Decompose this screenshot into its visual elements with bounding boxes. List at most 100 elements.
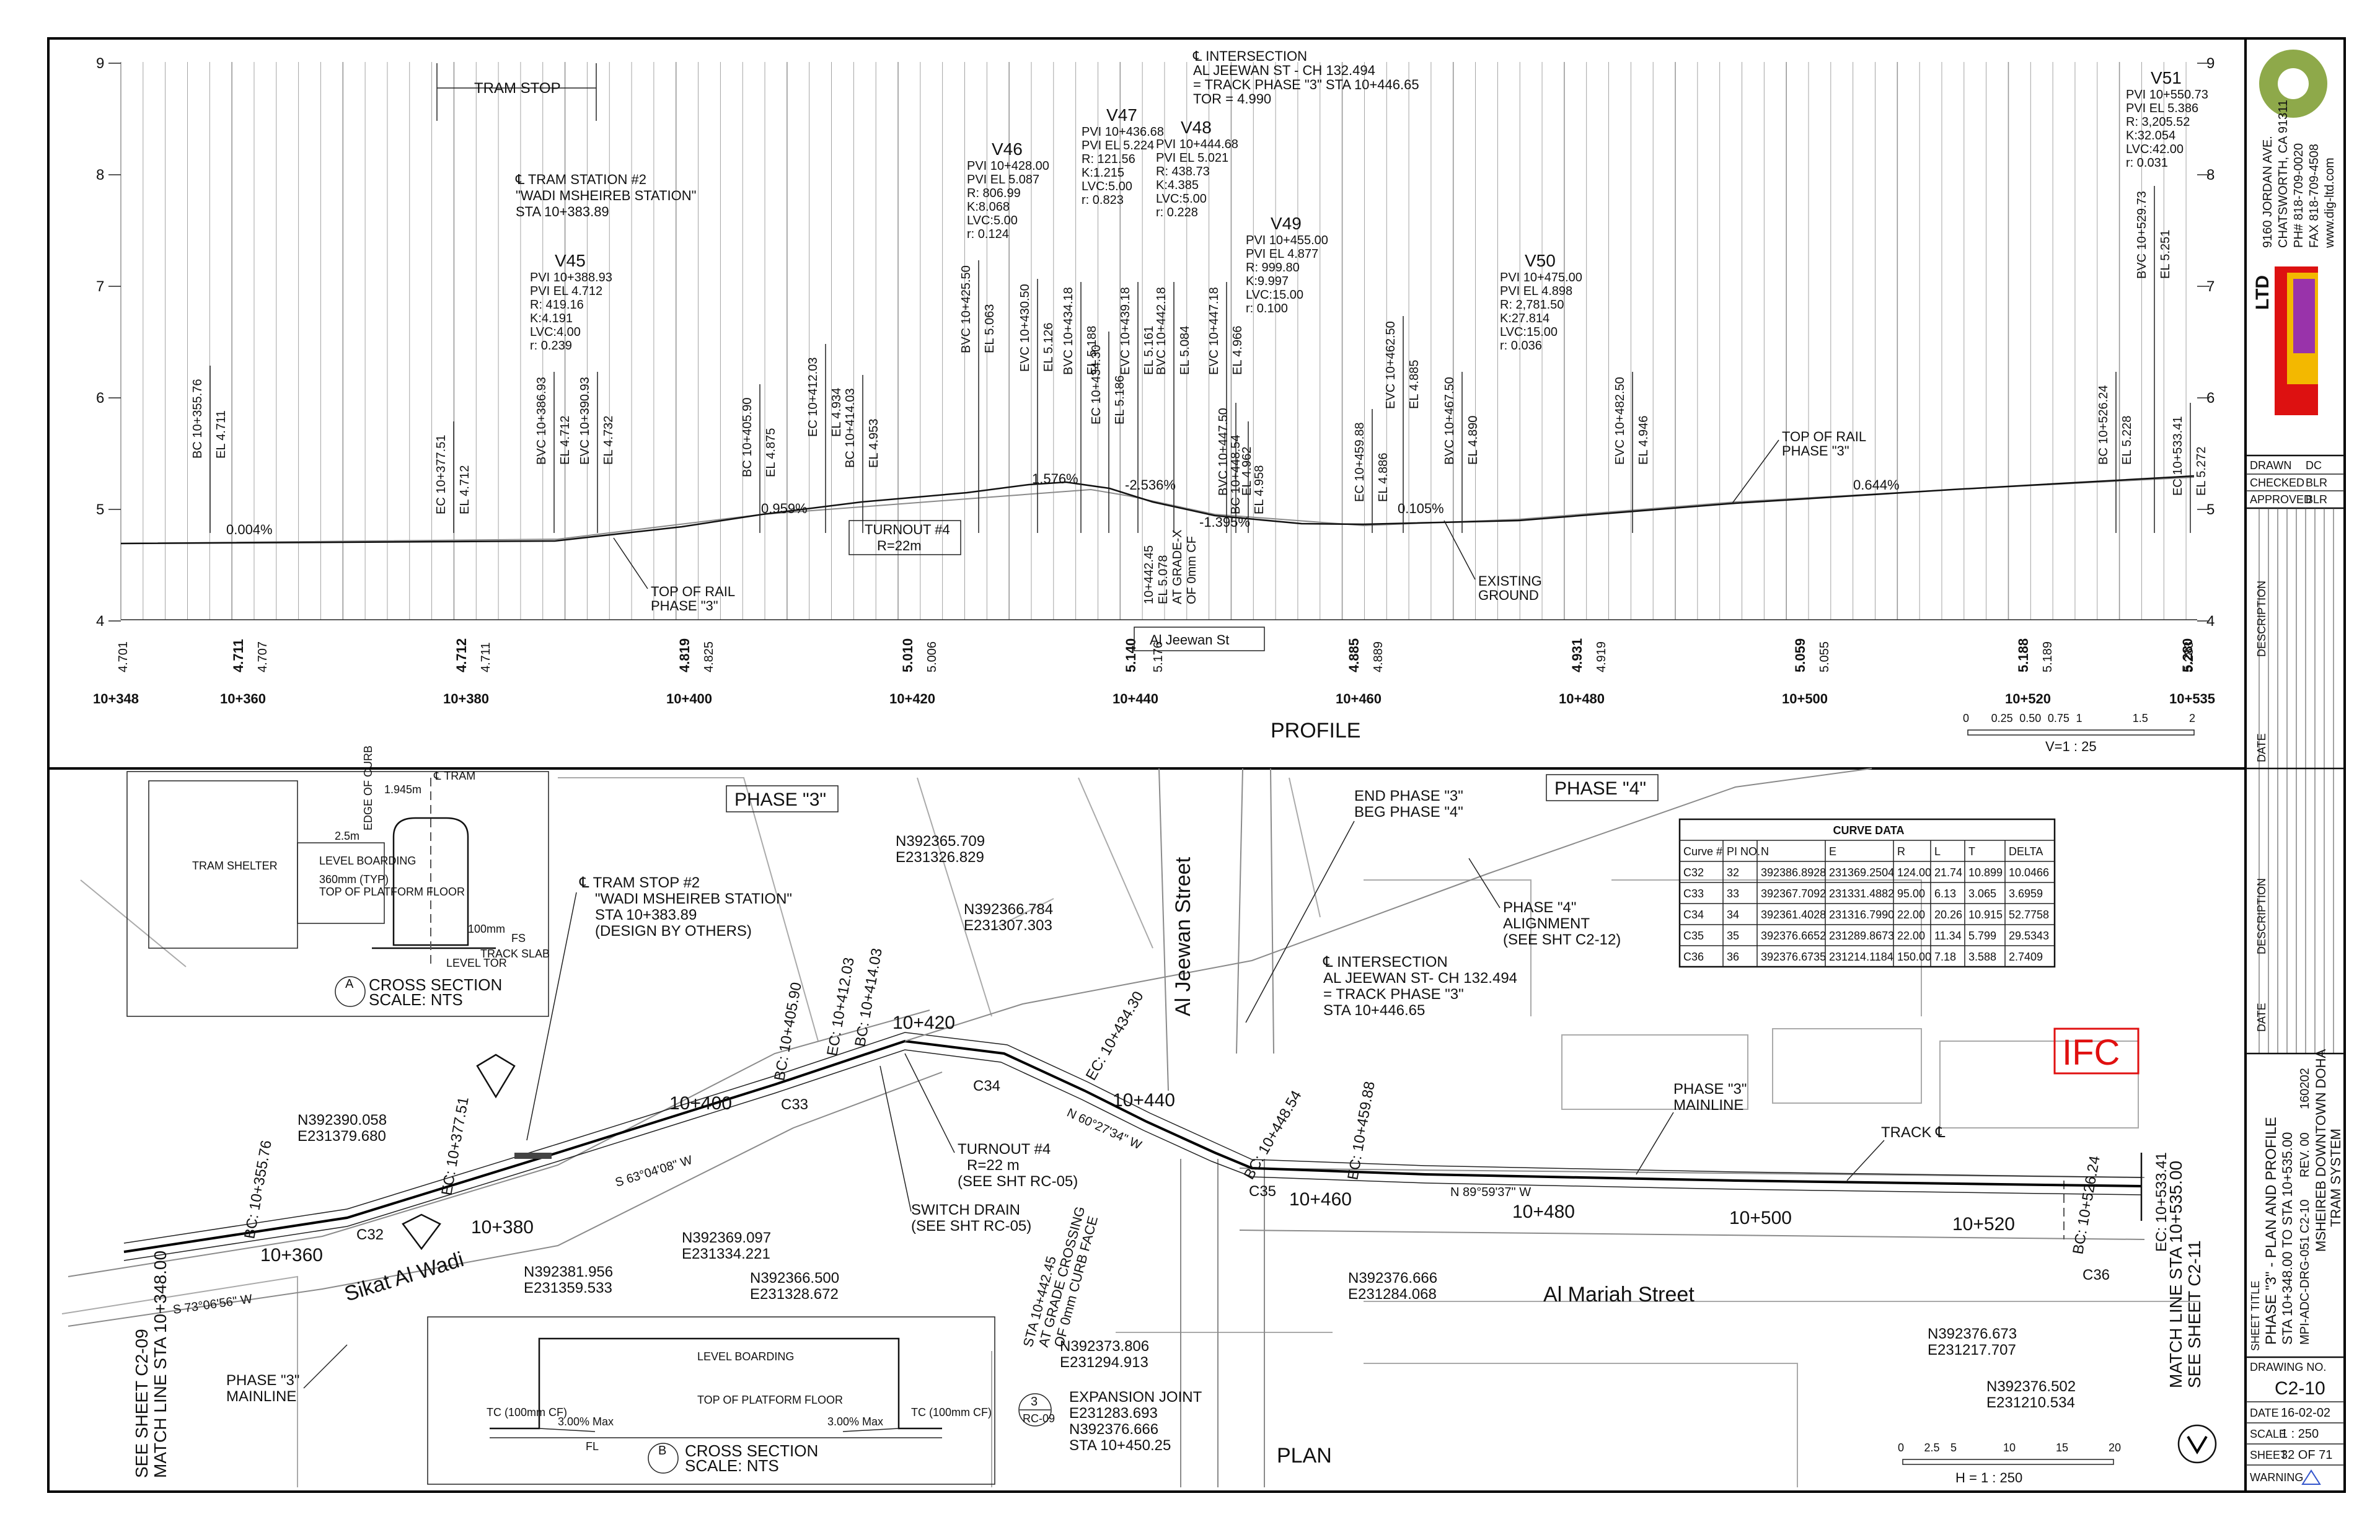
scale-tick: 1.5 xyxy=(2133,712,2148,724)
company-address: FAX 818-709-4508 xyxy=(2307,144,2321,248)
profile-title: PROFILE xyxy=(1271,719,1360,742)
vpi-name: V48 xyxy=(1181,118,1212,137)
grade-label: 0.004% xyxy=(226,522,273,537)
tb-small-label: DRAWING NO. xyxy=(2250,1361,2326,1373)
vpi-detail: r: 0.823 xyxy=(1082,193,1124,207)
end-phase-note: BEG PHASE "4" xyxy=(1354,804,1463,821)
section-cut-a-marker xyxy=(476,1054,516,1099)
turnout-plan-note: (SEE SHT RC-05) xyxy=(958,1173,1078,1190)
existing-elevation: 5.006 xyxy=(925,641,939,672)
station-label: 10+500 xyxy=(1782,691,1828,706)
marker-elevation: EL 4.953 xyxy=(867,419,881,468)
vpi-detail: PVI EL 5.021 xyxy=(1156,151,1228,165)
grade-label: 0.105% xyxy=(1398,501,1444,516)
intersection-note-line: TOR = 4.990 xyxy=(1193,91,1271,107)
vpi-detail: PVI EL 5.224 xyxy=(1082,139,1154,152)
vpi-detail: LVC:15.00 xyxy=(1246,288,1303,302)
section-b-scale: SCALE: NTS xyxy=(685,1456,779,1475)
coordinate-northing: N392376.502 xyxy=(1986,1378,2076,1395)
tb-rev: REV. 00 xyxy=(2298,1132,2312,1177)
elevation-label: 7 xyxy=(96,278,104,295)
company-address: 9160 JORDAN AVE. xyxy=(2261,136,2275,248)
marker-station: BC 10+405.90 xyxy=(741,398,754,477)
at-grade-note: 10+442.45 xyxy=(1142,545,1156,604)
drawing-number: C2-10 xyxy=(2275,1378,2325,1399)
table-cell: 36 xyxy=(1727,951,1739,963)
table-header: N xyxy=(1761,845,1769,858)
table-cell: 11.34 xyxy=(1934,930,1962,942)
expansion-joint-note: EXPANSION JOINT xyxy=(1069,1389,1202,1406)
section-a-label: ℄ TRAM xyxy=(433,770,475,782)
phase-4-alignment-note: (SEE SHT C2-12) xyxy=(1503,931,1621,948)
phase-4-alignment xyxy=(904,768,1872,1042)
callout-sheet: RC-09 xyxy=(1023,1412,1055,1425)
marker-station: BVC 10+529.73 xyxy=(2135,191,2149,279)
table-cell: 29.5343 xyxy=(2009,930,2049,942)
elevation-label: 5 xyxy=(96,501,104,518)
table-cell: 231214.1184 xyxy=(1829,951,1893,963)
station-label: 10+440 xyxy=(1113,691,1158,706)
marker-elevation: EL 4.885 xyxy=(1408,360,1421,409)
section-a-label: LEVEL BOARDING xyxy=(319,855,416,867)
plan-marker: BC: 10+405.90 xyxy=(771,981,805,1082)
vpi-detail: LVC:15.00 xyxy=(1500,325,1558,339)
building-outlines xyxy=(61,777,2200,1487)
station-label: 10+535 xyxy=(2169,691,2215,706)
vpi-name: V49 xyxy=(1271,214,1302,233)
cross-section-a: TRAM SHELTER LEVEL BOARDING TOP OF PLATF… xyxy=(126,746,550,1017)
match-line-note-left: SEE SHEET C2-09 xyxy=(132,1329,151,1478)
scale-tick: 1 xyxy=(2076,712,2082,724)
vpi-detail: LVC:5.00 xyxy=(1082,180,1132,193)
section-b-label: TC (100mm CF) xyxy=(911,1406,992,1419)
table-cell: 10.915 xyxy=(1968,909,2003,921)
project-title: TRAM SYSTEM xyxy=(2328,1129,2343,1227)
tb-drawn-label: DRAWN xyxy=(2250,459,2291,472)
table-cell: 231316.7990 xyxy=(1829,909,1894,921)
table-cell: 392376.6652 xyxy=(1761,930,1826,942)
grade-label: 0.959% xyxy=(761,501,808,516)
coordinate-easting: E231294.913 xyxy=(1060,1354,1148,1371)
vpi-detail: LVC:5.00 xyxy=(967,214,1018,227)
table-cell: 34 xyxy=(1727,909,1739,921)
scale-tick: 0.75 xyxy=(2048,712,2069,724)
marker-elevation: EL 4.962 xyxy=(1240,447,1254,496)
vpi-detail: R: 419.16 xyxy=(530,298,584,312)
scale-bar xyxy=(1902,1459,2114,1465)
tb-sheet-line: C2-10 xyxy=(2298,1200,2312,1233)
vpi-detail: r: 0.124 xyxy=(967,227,1009,241)
elevation-label: 6 xyxy=(96,390,104,407)
company-address: CHATSWORTH, CA 91311 xyxy=(2276,100,2290,248)
marker-station: BC 10+448.54 xyxy=(1229,435,1243,514)
plan-marker: EC: 10+434.30 xyxy=(1083,988,1147,1083)
tb-doc-number: MPI-ADC-DRG-051 xyxy=(2298,1236,2312,1345)
tb-small-label: SCALE xyxy=(2250,1428,2286,1440)
vpi-name: V46 xyxy=(992,139,1023,159)
curve-label: C36 xyxy=(2082,1267,2110,1283)
table-cell: C32 xyxy=(1683,866,1704,879)
tram-stop-plan-note: ℄ TRAM STOP #2 xyxy=(579,874,700,891)
tb-checked-value: BLR xyxy=(2306,477,2327,489)
marker-elevation: EL 4.958 xyxy=(1253,465,1266,514)
marker-station: BVC 10+434.18 xyxy=(1062,287,1075,375)
marker-station: BVC 10+442.18 xyxy=(1155,287,1168,375)
coordinate-northing: N392381.956 xyxy=(524,1264,613,1280)
phase-3-box xyxy=(726,785,839,812)
vpi-detail: LVC:42.00 xyxy=(2126,143,2184,156)
vpi-detail: K:32.054 xyxy=(2126,129,2175,143)
elevation-label: 6 xyxy=(2206,390,2215,407)
leader-line xyxy=(1636,1112,1674,1175)
section-b-label: TC (100mm CF) xyxy=(487,1406,567,1419)
tb-small-label: SHEET xyxy=(2250,1449,2287,1461)
al-jeewan-st-label: Al Jeewan St xyxy=(1150,632,1229,648)
marker-elevation: EL 5.188 xyxy=(1085,326,1099,375)
vpi-name: V45 xyxy=(555,251,586,270)
elevation-label: 8 xyxy=(96,167,104,183)
marker-station: BVC 10+467.50 xyxy=(1443,377,1457,465)
vpi-detail: PVI 10+550.73 xyxy=(2126,88,2208,102)
proposed-elevation: 4.819 xyxy=(677,638,692,672)
table-header: E xyxy=(1829,845,1836,858)
table-cell: C34 xyxy=(1683,909,1704,921)
elevation-label: 9 xyxy=(96,55,104,72)
vpi-detail: R: 806.99 xyxy=(967,187,1021,200)
